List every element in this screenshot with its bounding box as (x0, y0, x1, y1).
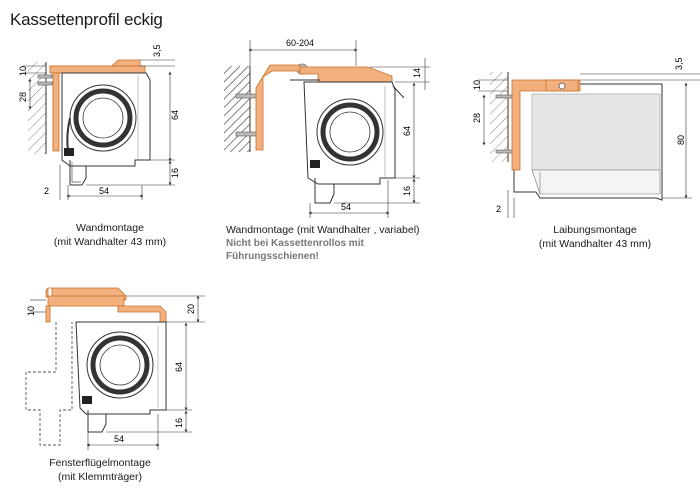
dim-bracket: 10 (472, 80, 482, 90)
caption-wall-mount-variable: Wandmontage (mit Wandhalter , variabel) … (226, 223, 466, 263)
fabric-bottom-bar (64, 148, 74, 156)
wall-hatch (490, 72, 508, 162)
dim-height: 64 (170, 110, 180, 120)
fabric-panel (531, 93, 661, 171)
dim-bottom: 16 (174, 418, 184, 428)
dim-width: 54 (341, 202, 351, 212)
dim-width: 54 (99, 186, 109, 196)
caption-reveal-mount: Laibungsmontage (mit Wandhalter 43 mm) (505, 223, 685, 251)
window-sash-outline (25, 322, 73, 446)
dim-offset: 2 (44, 186, 49, 196)
caption-title: Wandmontage (mit Wandhalter , variabel) (226, 224, 420, 236)
caption-subtitle: (mit Wandhalter 43 mm) (538, 238, 652, 250)
fabric-bottom-bar (310, 160, 320, 168)
dim-height: 64 (174, 362, 184, 372)
page-title: Kassettenprofil eckig (10, 10, 163, 29)
dim-bracket: 10 (18, 66, 28, 76)
dim-bracket: 10 (26, 306, 36, 316)
dim-bottom: 16 (170, 168, 180, 178)
screw-icon (37, 74, 53, 86)
caption-title: Laibungsmontage (553, 224, 637, 236)
caption-title: Fensterflügelmontage (49, 457, 151, 469)
warning-note: Nicht bei Kassettenrollos mit (226, 238, 364, 249)
warning-note: Führungsschienen! (226, 251, 319, 262)
dim-top-gap: 3,5 (152, 44, 162, 57)
caption-sash-mount: Fensterflügelmontage (mit Klemmträger) (20, 456, 180, 484)
dim-top-gap: 3,5 (674, 57, 684, 70)
dim-span: 60-204 (286, 38, 314, 48)
caption-wall-mount: Wandmontage (mit Wandhalter 43 mm) (20, 221, 200, 249)
caption-subtitle: (mit Wandhalter 43 mm) (53, 236, 167, 248)
wall-hatch (224, 66, 250, 152)
dim-height: 80 (676, 135, 686, 145)
dim-bottom: 16 (402, 186, 412, 196)
fabric-bottom-bar (82, 396, 92, 404)
dim-top: 20 (186, 304, 196, 314)
dim-width: 54 (114, 434, 124, 444)
caption-subtitle: (mit Klemmträger) (57, 471, 142, 483)
panel-wall-mount: 3,5 64 16 10 28 54 2 (18, 44, 180, 200)
variable-bracket (255, 64, 301, 151)
dim-offset: 2 (496, 204, 501, 214)
dim-wall: 28 (18, 92, 28, 102)
panel-wall-mount-variable: 60-204 14 64 16 54 (224, 38, 430, 218)
panel-sash-mount: 20 64 16 10 54 (25, 287, 205, 450)
dim-wall: 28 (472, 113, 482, 123)
panel-reveal-mount: 3,5 80 10 28 2 (472, 57, 700, 218)
dim-height: 64 (402, 126, 412, 136)
dim-top: 14 (412, 68, 422, 78)
caption-title: Wandmontage (76, 222, 144, 234)
